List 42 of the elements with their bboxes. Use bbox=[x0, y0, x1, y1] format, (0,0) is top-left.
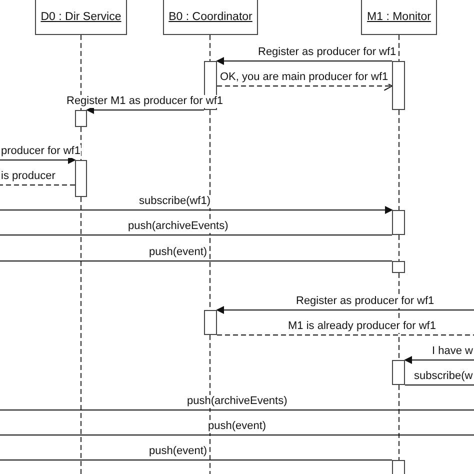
message-arrow bbox=[86, 106, 204, 114]
message-label: push(event) bbox=[148, 246, 208, 259]
activation-bar bbox=[75, 110, 87, 127]
message-label: M1 is already producer for wf1 bbox=[287, 320, 437, 333]
activation-bar bbox=[204, 310, 217, 335]
activation-bar bbox=[392, 261, 405, 273]
lifeline bbox=[398, 234, 400, 262]
message-label: Register as producer for wf1 bbox=[257, 46, 398, 59]
object-name: M1 : Monitor bbox=[367, 10, 431, 22]
message-label: producer for wf1 bbox=[0, 145, 82, 158]
activation-bar bbox=[392, 61, 405, 110]
message-arrow bbox=[216, 81, 392, 91]
object-name: B0 : Coordinator bbox=[168, 10, 252, 22]
lifeline bbox=[80, 126, 82, 160]
message-arrow bbox=[0, 206, 393, 214]
message-label: subscribe(w bbox=[413, 370, 474, 383]
lifeline bbox=[398, 384, 400, 460]
message-label: subscribe(wf1) bbox=[138, 195, 212, 208]
lifeline bbox=[80, 34, 82, 110]
message-label: Register M1 as producer for wf1 bbox=[66, 95, 224, 108]
message-label: push(archiveEvents) bbox=[127, 220, 230, 233]
lifeline-head bbox=[163, 0, 258, 35]
activation-bar bbox=[392, 460, 405, 474]
activation-bar bbox=[392, 210, 405, 235]
activation-bar bbox=[75, 160, 87, 197]
activation-bar bbox=[392, 360, 405, 385]
object-name: D0 : Dir Service bbox=[40, 10, 122, 22]
message-arrow bbox=[216, 57, 392, 65]
message-label: push(archiveEvents) bbox=[186, 395, 288, 408]
message-label: Register as producer for wf1 bbox=[295, 295, 436, 308]
message-label: is producer bbox=[0, 170, 56, 183]
message-label: push(event) bbox=[207, 420, 268, 433]
message-arrow bbox=[216, 306, 474, 314]
lifeline-head bbox=[361, 0, 437, 35]
lifeline bbox=[398, 110, 400, 210]
lifeline bbox=[80, 196, 82, 474]
message-arrow bbox=[0, 156, 76, 164]
lifeline-head bbox=[35, 0, 127, 35]
message-arrow bbox=[404, 356, 474, 364]
message-label: OK, you are main producer for wf1 bbox=[219, 71, 390, 84]
message-label: push(event) bbox=[148, 445, 208, 458]
lifeline bbox=[398, 34, 400, 62]
